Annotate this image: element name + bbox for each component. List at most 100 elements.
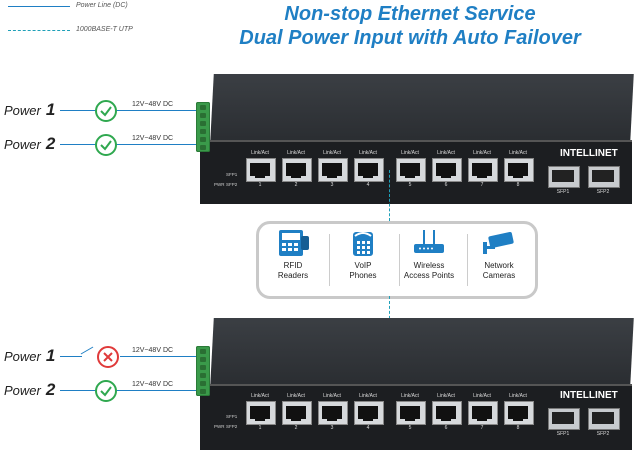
bottom-port-4-number: 4 [366,425,370,431]
bottom-port-4-header: Link/Act [359,393,377,399]
bottom-power-1-wire-broken [80,346,94,355]
top-sfp2-label: SFP2 [596,189,610,195]
utp-legend-swatch [8,30,70,31]
device-rfid-line1: RFID [283,261,303,270]
top-ethernet-port-3[interactable] [318,158,348,182]
bottom-ethernet-port-8[interactable] [504,401,534,425]
power-line-legend-label: Power Line (DC) [76,2,128,9]
page-title-line-2: Dual Power Input with Auto Failover [239,27,581,49]
bottom-power-1-voltage: 12V~48V DC [132,347,174,354]
check-icon [95,134,117,156]
top-port-2-header: Link/Act [287,150,305,156]
top-port-4-header: Link/Act [359,150,377,156]
top-port-5-number: 5 [408,182,412,188]
bottom-ethernet-port-2[interactable] [282,401,312,425]
top-power-terminal-block [196,102,210,152]
top-sfp2-port[interactable] [588,166,620,188]
top-power-1-voltage: 12V~48V DC [132,101,174,108]
top-power-2-voltage: 12V~48V DC [132,135,174,142]
device-camera-line2: Cameras [482,271,516,280]
bottom-power-1-wire-right [120,356,200,357]
bottom-sfp1-port[interactable] [548,408,580,430]
top-port-6-header: Link/Act [437,150,455,156]
bottom-led-sfp1-label: SFP1 [226,414,238,419]
top-ethernet-port-5[interactable] [396,158,426,182]
bottom-power-terminal-block [196,346,210,396]
top-ethernet-port-6[interactable] [432,158,462,182]
bottom-ethernet-port-5[interactable] [396,401,426,425]
bottom-port-7-header: Link/Act [473,393,491,399]
top-led-sfp2-label: SFP2 [226,182,238,187]
top-ethernet-port-1[interactable] [246,158,276,182]
device-rfid-line2: Readers [277,271,309,280]
bottom-port-6-number: 6 [444,425,448,431]
bottom-led-pwr-label: PWR [214,424,225,429]
top-port-3-number: 3 [330,182,334,188]
wireless-ap-icon [409,228,449,258]
bottom-ethernet-port-4[interactable] [354,401,384,425]
bottom-brand-logo: INTELLINET [560,390,618,401]
network-camera-icon [479,228,519,258]
top-sfp1-port[interactable] [548,166,580,188]
bottom-power-2-wire [60,390,200,391]
top-ethernet-port-8[interactable] [504,158,534,182]
devices-separator [329,234,330,286]
device-voip-line2: Phones [349,271,377,280]
bottom-ethernet-port-3[interactable] [318,401,348,425]
bottom-port-3-number: 3 [330,425,334,431]
bottom-ethernet-port-7[interactable] [468,401,498,425]
device-camera-line1: Network [484,261,514,270]
top-port-8-header: Link/Act [509,150,527,156]
bottom-power-2-voltage: 12V~48V DC [132,381,174,388]
utp-cable-top [389,170,390,221]
bottom-port-1-number: 1 [258,425,262,431]
bottom-port-6-header: Link/Act [437,393,455,399]
device-wireless-line1: Wireless [413,261,445,270]
top-port-1-number: 1 [258,182,262,188]
top-switch-chassis [210,74,634,142]
top-led-sfp1-label: SFP1 [226,172,238,177]
bottom-power-1-wire-left [60,356,82,357]
top-led-pwr-label: PWR [214,182,225,187]
top-ethernet-port-2[interactable] [282,158,312,182]
voip-phone-icon [343,228,383,258]
top-port-3-header: Link/Act [323,150,341,156]
bottom-port-8-number: 8 [516,425,520,431]
top-brand-logo: INTELLINET [560,148,618,159]
bottom-sfp2-label: SFP2 [596,431,610,437]
top-port-8-number: 8 [516,182,520,188]
devices-separator [467,234,468,286]
bottom-ethernet-port-1[interactable] [246,401,276,425]
x-icon [97,346,119,368]
top-ethernet-port-7[interactable] [468,158,498,182]
power-line-legend-swatch [8,6,70,7]
bottom-led-sfp2-label: SFP2 [226,424,238,429]
check-icon [95,100,117,122]
bottom-port-5-number: 5 [408,425,412,431]
device-voip-line1: VoIP [354,261,372,270]
bottom-port-3-header: Link/Act [323,393,341,399]
page-title-line-1: Non-stop Ethernet Service [284,3,536,25]
top-power-2-wire [60,144,200,145]
bottom-port-7-number: 7 [480,425,484,431]
bottom-port-2-header: Link/Act [287,393,305,399]
bottom-port-5-header: Link/Act [401,393,419,399]
top-port-6-number: 6 [444,182,448,188]
bottom-sfp2-port[interactable] [588,408,620,430]
bottom-port-8-header: Link/Act [509,393,527,399]
top-ethernet-port-4[interactable] [354,158,384,182]
bottom-ethernet-port-6[interactable] [432,401,462,425]
top-port-7-number: 7 [480,182,484,188]
top-port-2-number: 2 [294,182,298,188]
bottom-port-1-header: Link/Act [251,393,269,399]
top-port-1-header: Link/Act [251,150,269,156]
bottom-sfp1-label: SFP1 [556,431,570,437]
